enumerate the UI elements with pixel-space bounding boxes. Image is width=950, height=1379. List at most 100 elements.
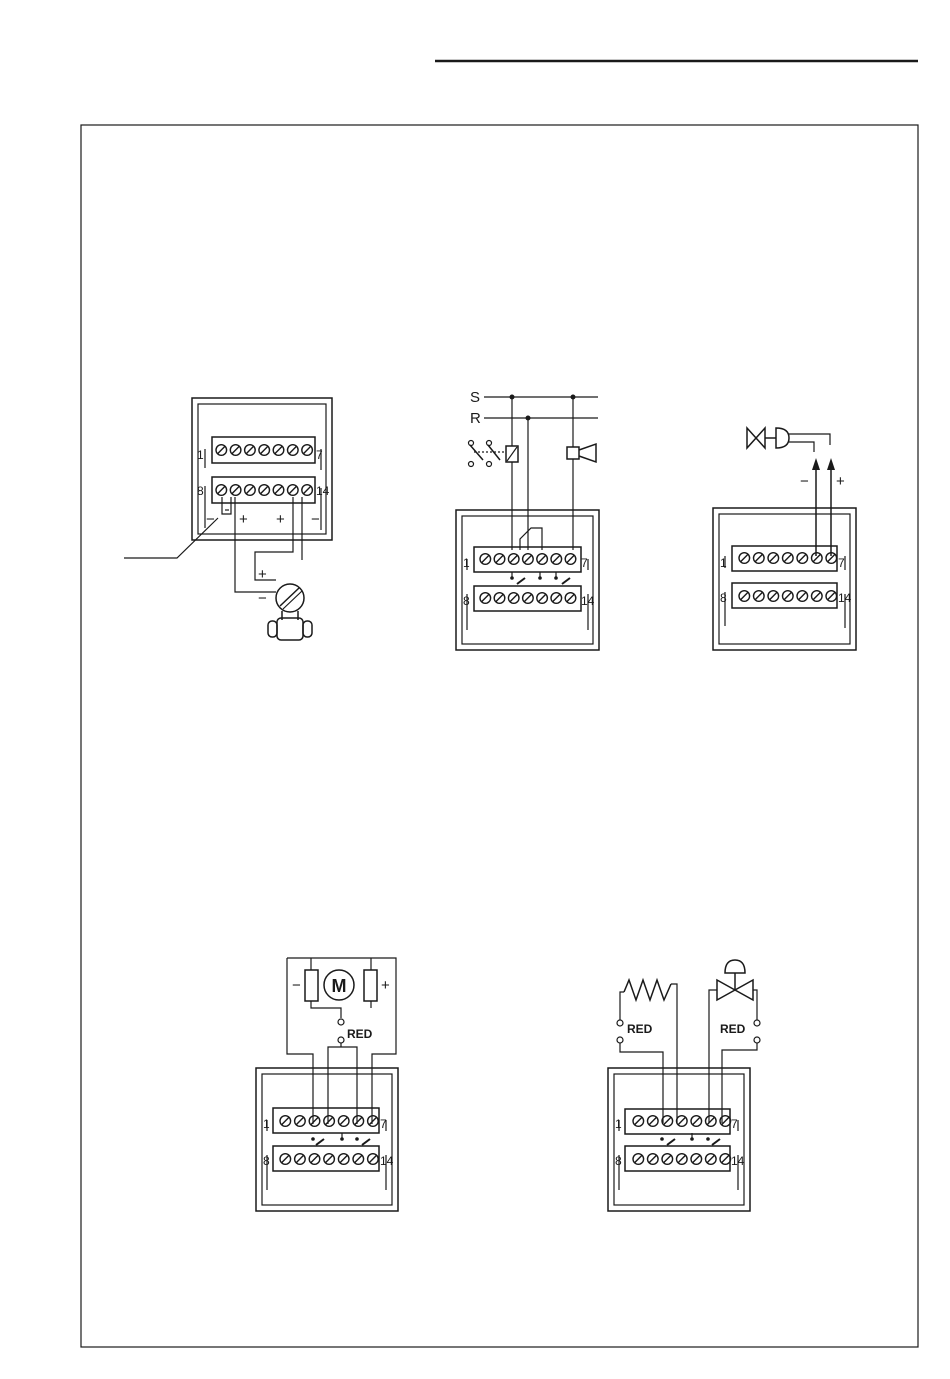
line-r-label: R bbox=[470, 410, 481, 427]
screw-slot bbox=[325, 1117, 332, 1124]
solenoid-valve-icon bbox=[717, 960, 753, 1000]
diagram-transmitter: 1 7 8 14 − + + − + − bbox=[124, 398, 332, 640]
heater-red-label: RED bbox=[627, 1022, 653, 1036]
terminal-label-8: 8 bbox=[263, 1154, 270, 1168]
polarity-minus-right: − bbox=[311, 511, 320, 528]
valve-minus: − bbox=[800, 473, 809, 490]
terminal-block-bottom bbox=[474, 586, 581, 611]
screw-slot bbox=[311, 1117, 318, 1124]
screw-slot bbox=[693, 1117, 700, 1124]
terminal-block-top bbox=[474, 547, 581, 572]
screw-slot bbox=[246, 446, 253, 453]
screw-slot bbox=[355, 1117, 362, 1124]
screw-slot bbox=[355, 1155, 362, 1162]
transmitter-plus: + bbox=[258, 566, 267, 583]
screw-slot bbox=[496, 555, 503, 562]
transmitter-minus: − bbox=[258, 590, 267, 607]
screw-slot bbox=[707, 1117, 714, 1124]
terminal-screws bbox=[480, 593, 576, 604]
terminal-screws bbox=[216, 445, 312, 456]
motor-plus: + bbox=[381, 977, 390, 994]
terminal-label-7: 7 bbox=[316, 448, 323, 462]
internal-relay-contacts bbox=[510, 572, 570, 584]
screw-slot bbox=[275, 446, 282, 453]
page-frame bbox=[81, 125, 918, 1347]
screw-slot bbox=[770, 592, 777, 599]
terminal-label-7: 7 bbox=[838, 556, 845, 570]
screw-slot bbox=[722, 1155, 729, 1162]
terminal-label-8: 8 bbox=[463, 594, 470, 608]
screw-slot bbox=[799, 592, 806, 599]
terminal-block-bottom bbox=[732, 583, 837, 608]
terminal-screws bbox=[216, 485, 312, 496]
screw-slot bbox=[369, 1117, 376, 1124]
screw-slot bbox=[482, 555, 489, 562]
terminal-block-bottom bbox=[212, 477, 315, 503]
screw-slot bbox=[722, 1117, 729, 1124]
screw-slot bbox=[693, 1155, 700, 1162]
screw-slot bbox=[311, 1155, 318, 1162]
terminal-screws bbox=[633, 1154, 731, 1165]
screw-slot bbox=[678, 1117, 685, 1124]
valve-plus: + bbox=[836, 473, 845, 490]
screw-slot bbox=[510, 555, 517, 562]
screw-slot bbox=[275, 486, 282, 493]
screw-slot bbox=[282, 1155, 289, 1162]
relay-coil-icon bbox=[506, 446, 518, 462]
screw-slot bbox=[649, 1155, 656, 1162]
screw-slot bbox=[340, 1117, 347, 1124]
screw-slot bbox=[678, 1155, 685, 1162]
screw-slot bbox=[260, 486, 267, 493]
line-s-label: S bbox=[470, 389, 480, 406]
diagram-motor: M − + RED 1 7 8 bbox=[256, 958, 398, 1211]
screw-slot bbox=[303, 446, 310, 453]
screw-slot bbox=[553, 594, 560, 601]
screw-slot bbox=[741, 554, 748, 561]
switch-contacts-icon bbox=[469, 441, 507, 467]
screw-slot bbox=[218, 486, 225, 493]
terminal-label-1: 1 bbox=[263, 1117, 270, 1131]
terminal-screws bbox=[480, 554, 576, 565]
terminal-screws bbox=[739, 553, 837, 564]
screw-slot bbox=[813, 592, 820, 599]
screw-slot bbox=[813, 554, 820, 561]
heater-resistor-icon bbox=[624, 980, 671, 1000]
screw-slot bbox=[553, 555, 560, 562]
internal-relay-contacts bbox=[660, 1133, 720, 1145]
screw-slot bbox=[482, 594, 489, 601]
valve-red-label: RED bbox=[720, 1022, 746, 1036]
terminal-label-14: 14 bbox=[380, 1154, 394, 1168]
screw-slot bbox=[828, 592, 835, 599]
screw-slot bbox=[664, 1155, 671, 1162]
screw-slot bbox=[232, 486, 239, 493]
screw-slot bbox=[340, 1155, 347, 1162]
terminal-block-bottom bbox=[625, 1146, 731, 1171]
internal-relay-contacts bbox=[311, 1133, 370, 1145]
screw-slot bbox=[567, 555, 574, 562]
terminal-block-top bbox=[625, 1109, 731, 1134]
screw-slot bbox=[784, 554, 791, 561]
terminal-block-top bbox=[273, 1108, 379, 1133]
screw-slot bbox=[303, 486, 310, 493]
terminal-label-1: 1 bbox=[615, 1117, 622, 1131]
screw-slot bbox=[369, 1155, 376, 1162]
motor-red-label: RED bbox=[347, 1027, 373, 1041]
screw-slot bbox=[496, 594, 503, 601]
terminal-label-1: 1 bbox=[720, 556, 727, 570]
screw-slot bbox=[741, 592, 748, 599]
terminal-label-14: 14 bbox=[581, 594, 595, 608]
screw-slot bbox=[289, 486, 296, 493]
screw-slot bbox=[784, 592, 791, 599]
screw-slot bbox=[755, 554, 762, 561]
terminal-block-top bbox=[732, 546, 837, 571]
screw-slot bbox=[635, 1117, 642, 1124]
terminal-label-8: 8 bbox=[197, 484, 204, 498]
terminal-label-8: 8 bbox=[615, 1154, 622, 1168]
terminal-label-7: 7 bbox=[581, 556, 588, 570]
terminal-screws bbox=[739, 591, 837, 602]
diagram-heater-valve: RED RED 1 bbox=[608, 960, 760, 1211]
screw-slot bbox=[538, 594, 545, 601]
screw-slot bbox=[649, 1117, 656, 1124]
terminal-label-8: 8 bbox=[720, 591, 727, 605]
terminal-label-14: 14 bbox=[316, 484, 330, 498]
